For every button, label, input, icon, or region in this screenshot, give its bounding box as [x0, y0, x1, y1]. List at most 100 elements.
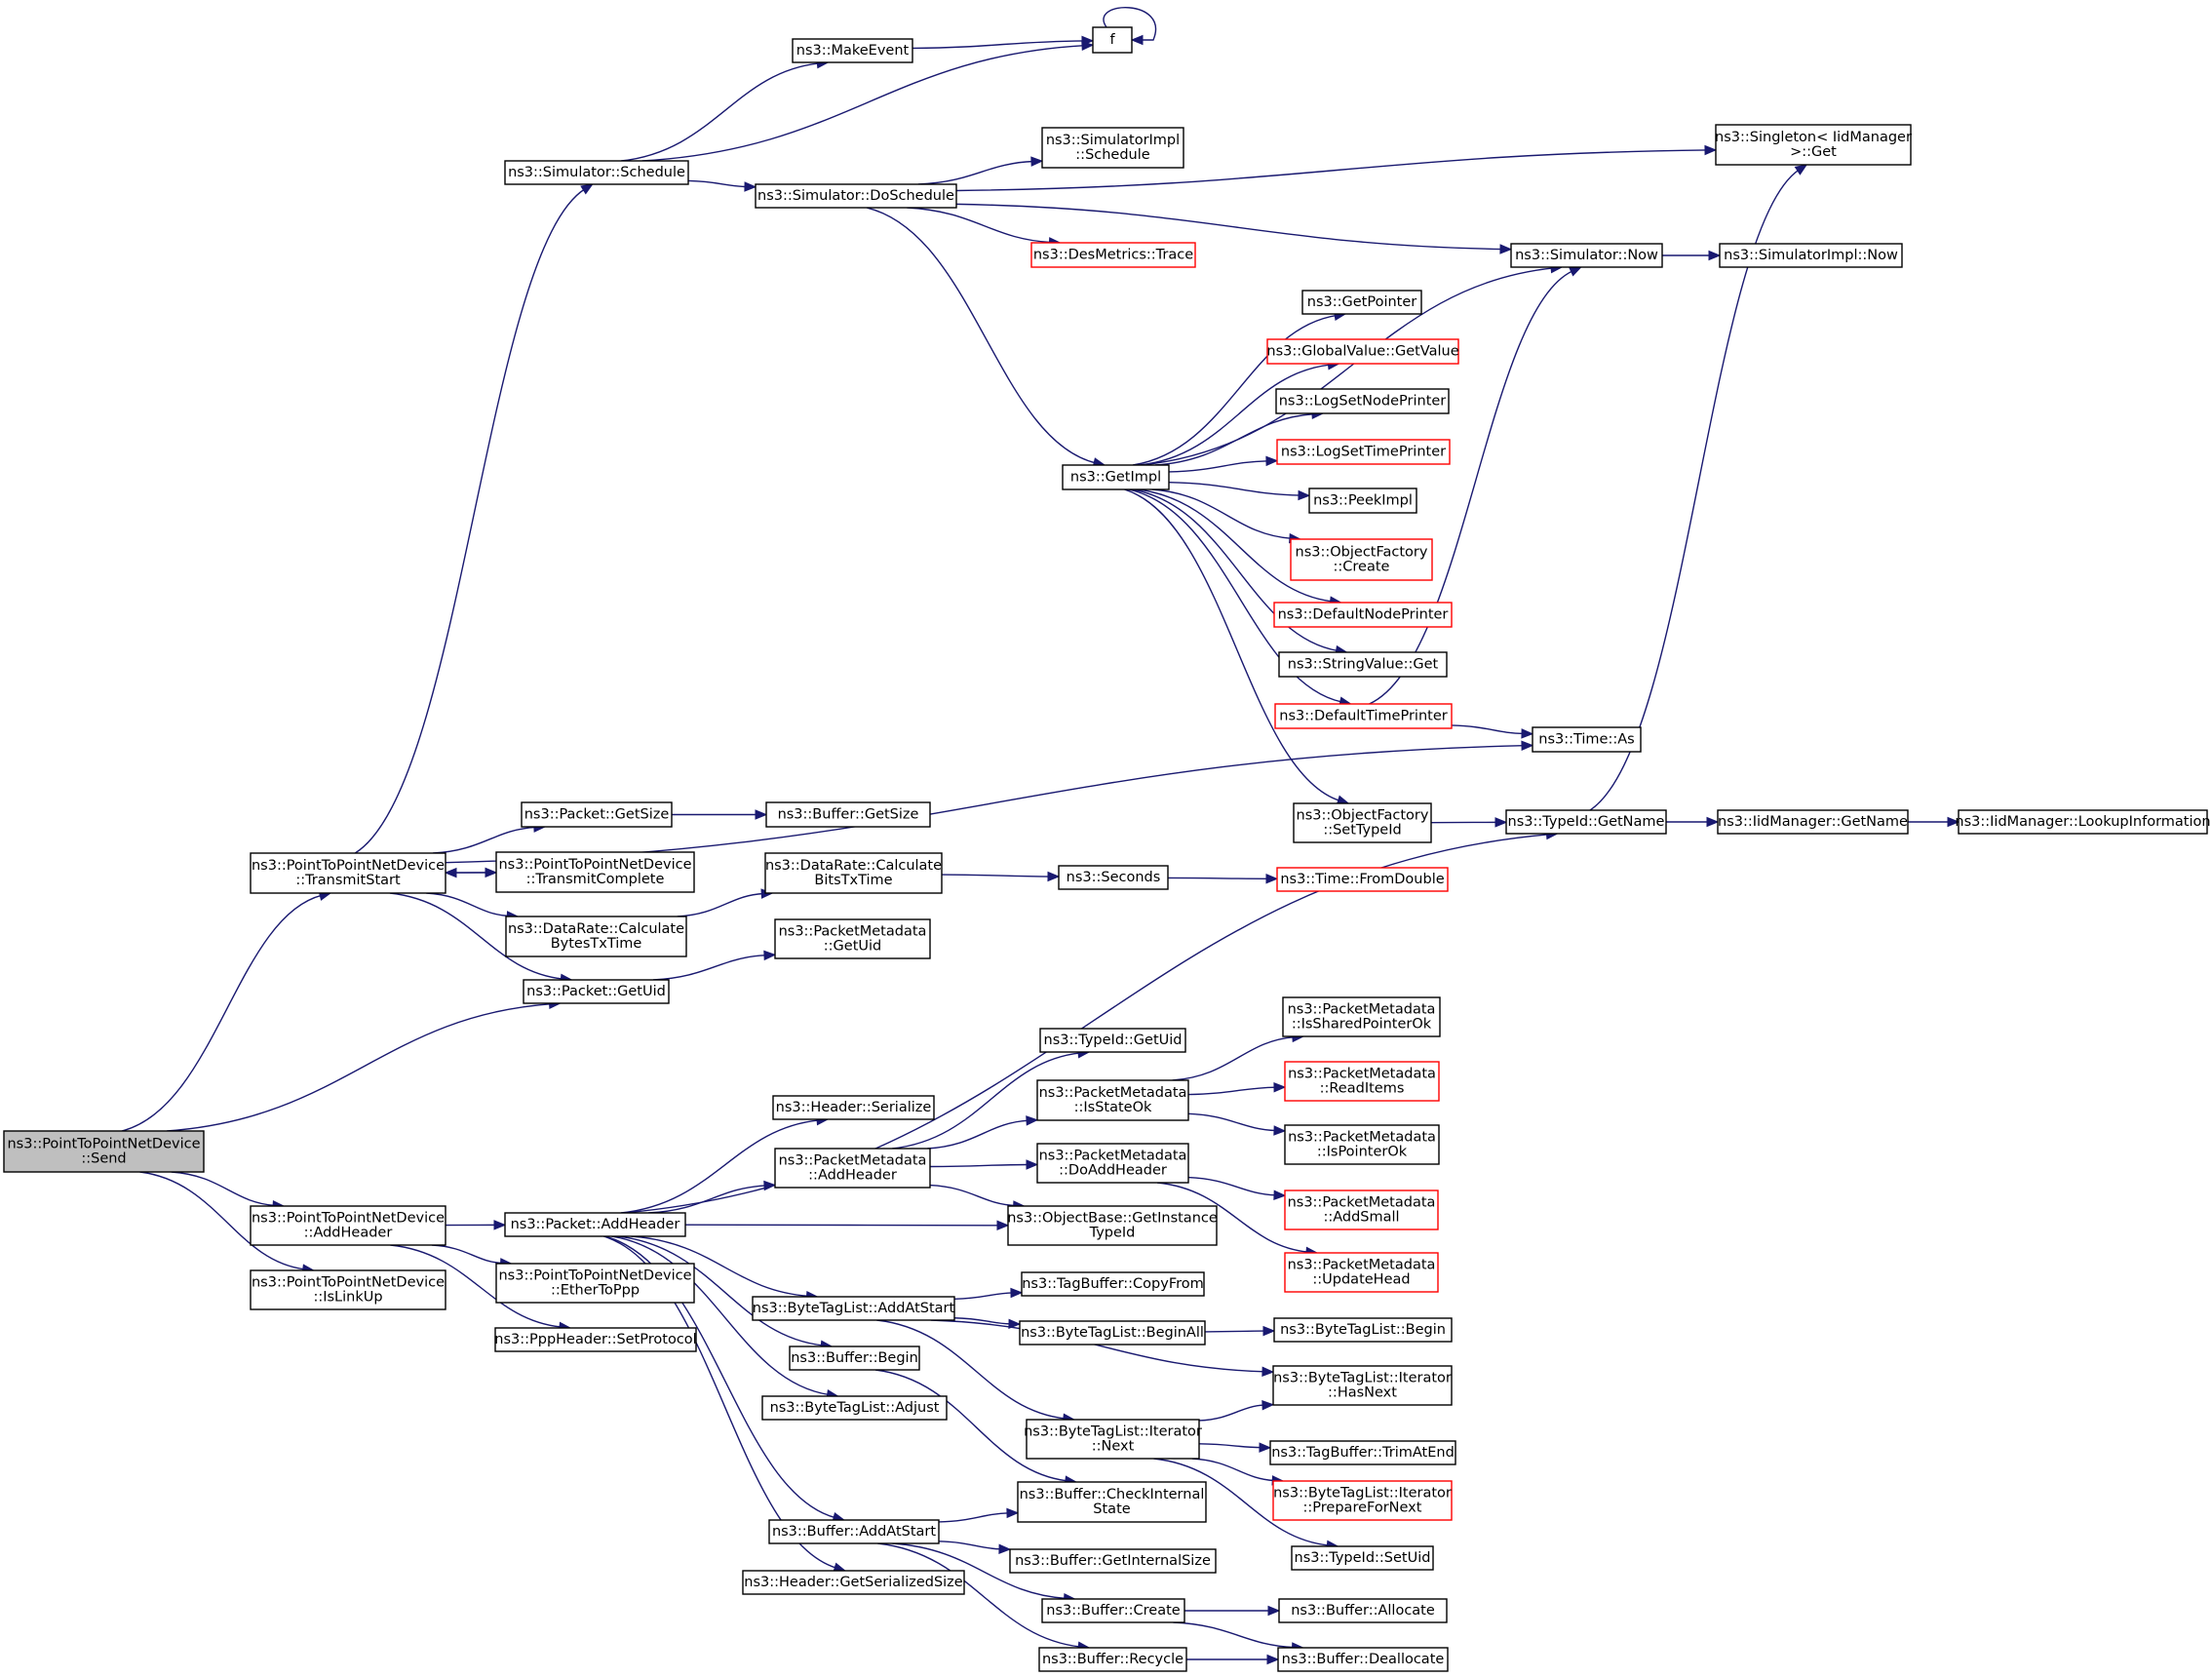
node-box	[1278, 651, 1448, 678]
call-edge	[167, 998, 562, 1132]
function-node[interactable]: ns3::ObjectFactory::SetTypeId	[1293, 802, 1432, 843]
node-box	[1007, 1205, 1218, 1246]
node-box	[1041, 1598, 1185, 1623]
function-node[interactable]: ns3::TypeId::GetName	[1505, 809, 1667, 835]
node-label: ns3::PointToPointNetDevice	[7, 1137, 200, 1152]
function-node[interactable]: ns3::PacketMetadata::AddSmall	[1284, 1190, 1439, 1230]
function-node[interactable]: ns3::PointToPointNetDevice::TransmitStar…	[250, 852, 446, 894]
function-node[interactable]: ns3::Simulator::Now	[1510, 243, 1663, 268]
function-node[interactable]: ns3::MakeEvent	[792, 38, 913, 63]
function-node[interactable]: ns3::Header::GetSerializedSize	[742, 1570, 965, 1595]
function-node[interactable]: ns3::Packet::AddHeader	[504, 1212, 686, 1237]
function-node[interactable]: ns3::Buffer::Begin	[789, 1346, 920, 1371]
function-node[interactable]: ns3::Buffer::Deallocate	[1277, 1647, 1449, 1672]
node-box	[1719, 243, 1903, 268]
function-node[interactable]: ns3::ObjectFactory::Create	[1290, 538, 1433, 581]
node-box	[1038, 1647, 1187, 1672]
function-node[interactable]: ns3::SimulatorImpl::Schedule	[1041, 127, 1184, 169]
function-node[interactable]: ns3::Buffer::Allocate	[1278, 1598, 1448, 1623]
function-node[interactable]: ns3::PacketMetadata::UpdateHead	[1284, 1252, 1439, 1293]
call-edge	[621, 58, 830, 162]
function-node[interactable]: ns3::ByteTagList::Iterator::HasNext	[1272, 1365, 1453, 1406]
function-node[interactable]: ns3::Header::Serialize	[772, 1095, 935, 1120]
node-label: ns3::ByteTagList::Iterator	[1273, 1371, 1452, 1386]
call-edge	[1187, 1176, 1287, 1200]
function-node[interactable]: ns3::GlobalValue::GetValue	[1266, 338, 1459, 365]
call-edge	[648, 1180, 777, 1214]
function-node[interactable]: ns3::PointToPointNetDevice::AddHeader	[250, 1205, 446, 1246]
function-node[interactable]: ns3::PeekImpl	[1308, 488, 1417, 514]
function-node[interactable]: ns3::TagBuffer::CopyFrom	[1021, 1271, 1205, 1297]
function-node[interactable]: ns3::ByteTagList::AddAtStart	[752, 1296, 955, 1321]
call-edge	[1369, 266, 1582, 705]
function-node[interactable]: ns3::Buffer::AddAtStart	[768, 1519, 940, 1544]
node-label: ns3::Simulator::Now	[1515, 248, 1658, 263]
function-node[interactable]: ns3::Simulator::DoSchedule	[755, 183, 957, 209]
function-node[interactable]: ns3::PppHeader::SetProtocol	[494, 1327, 697, 1352]
function-node[interactable]: ns3::Buffer::Create	[1041, 1598, 1185, 1623]
function-node[interactable]: ns3::Time::FromDouble	[1276, 867, 1449, 892]
node-label: ns3::PacketMetadata	[1288, 1002, 1436, 1018]
function-node[interactable]: ns3::Simulator::Schedule	[504, 160, 689, 185]
function-node[interactable]: ns3::Packet::GetSize	[521, 801, 673, 828]
function-node[interactable]: ns3::SimulatorImpl::Now	[1719, 243, 1903, 268]
function-node[interactable]: ns3::PacketMetadata::IsSharedPointerOk	[1282, 996, 1441, 1037]
function-node[interactable]: ns3::IidManager::LookupInformation	[1955, 809, 2211, 835]
node-label: ns3::TypeId::GetName	[1508, 814, 1665, 830]
node-label: ns3::DataRate::Calculate	[508, 921, 684, 937]
function-node[interactable]: ns3::DefaultTimePrinter	[1274, 703, 1453, 729]
function-node[interactable]: ns3::PointToPointNetDevice::TransmitComp…	[495, 851, 695, 893]
root-node[interactable]: ns3::PointToPointNetDevice::Send	[3, 1130, 205, 1173]
function-node[interactable]: ns3::ByteTagList::Adjust	[761, 1395, 948, 1421]
function-node[interactable]: ns3::TypeId::GetUid	[1039, 1028, 1186, 1053]
call-edge	[677, 888, 774, 917]
function-node[interactable]: ns3::ByteTagList::Iterator::Next	[1024, 1419, 1202, 1460]
function-node[interactable]: ns3::LogSetTimePrinter	[1276, 439, 1451, 465]
function-node[interactable]: ns3::PointToPointNetDevice::EtherToPpp	[495, 1263, 695, 1304]
function-node[interactable]: ns3::TagBuffer::TrimAtEnd	[1269, 1440, 1456, 1465]
function-node[interactable]: ns3::ByteTagList::Begin	[1273, 1317, 1453, 1343]
call-edge	[687, 179, 757, 192]
call-edge	[1430, 817, 1508, 828]
function-node[interactable]: ns3::GetImpl	[1062, 464, 1170, 490]
call-edge	[672, 809, 768, 820]
function-node[interactable]: ns3::PacketMetadata::IsPointerOk	[1284, 1124, 1440, 1165]
call-edge	[1172, 1032, 1305, 1081]
node-label: TypeId	[1089, 1226, 1136, 1241]
function-node[interactable]: ns3::PacketMetadata::DoAddHeader	[1036, 1143, 1189, 1184]
function-node[interactable]: ns3::LogSetNodePrinter	[1275, 388, 1450, 414]
function-node[interactable]: ns3::PointToPointNetDevice::IsLinkUp	[250, 1269, 446, 1310]
function-node[interactable]: ns3::PacketMetadata::IsStateOk	[1036, 1079, 1189, 1121]
node-label: ns3::ObjectFactory	[1297, 808, 1429, 824]
node-box	[1278, 1598, 1448, 1623]
function-node[interactable]: ns3::TypeId::SetUid	[1291, 1545, 1434, 1571]
function-node[interactable]: ns3::PacketMetadata::ReadItems	[1284, 1061, 1440, 1102]
node-box	[1036, 1143, 1189, 1184]
function-node[interactable]: f	[1092, 26, 1133, 54]
function-node[interactable]: ns3::PacketMetadata::AddHeader	[774, 1148, 931, 1189]
call-edge	[1168, 455, 1279, 473]
function-node[interactable]: ns3::DesMetrics::Trace	[1030, 242, 1196, 268]
function-node[interactable]: ns3::ByteTagList::Iterator::PrepareForNe…	[1272, 1480, 1453, 1521]
function-node[interactable]: ns3::PacketMetadata::GetUid	[774, 918, 931, 959]
function-node[interactable]: ns3::DefaultNodePrinter	[1273, 602, 1453, 628]
function-node[interactable]: ns3::Packet::GetUid	[523, 979, 670, 1004]
function-node[interactable]: ns3::Seconds	[1058, 865, 1169, 890]
function-node[interactable]: ns3::Singleton< IidManager>::Get	[1715, 124, 1912, 166]
node-label: BytesTxTime	[551, 936, 642, 952]
function-node[interactable]: ns3::ByteTagList::BeginAll	[1019, 1320, 1206, 1346]
function-node[interactable]: ns3::Buffer::GetInternalSize	[1009, 1548, 1217, 1574]
function-node[interactable]: ns3::GetPointer	[1301, 290, 1422, 315]
node-box	[1276, 867, 1449, 892]
node-box	[1277, 1647, 1449, 1672]
node-label: ns3::PointToPointNetDevice	[498, 1268, 691, 1284]
function-node[interactable]: ns3::IidManager::GetName	[1717, 809, 1909, 835]
function-node[interactable]: ns3::Time::As	[1532, 726, 1642, 753]
function-node[interactable]: ns3::Buffer::GetSize	[765, 801, 931, 828]
function-node[interactable]: ns3::Buffer::Recycle	[1038, 1647, 1187, 1672]
function-node[interactable]: ns3::StringValue::Get	[1278, 651, 1448, 678]
